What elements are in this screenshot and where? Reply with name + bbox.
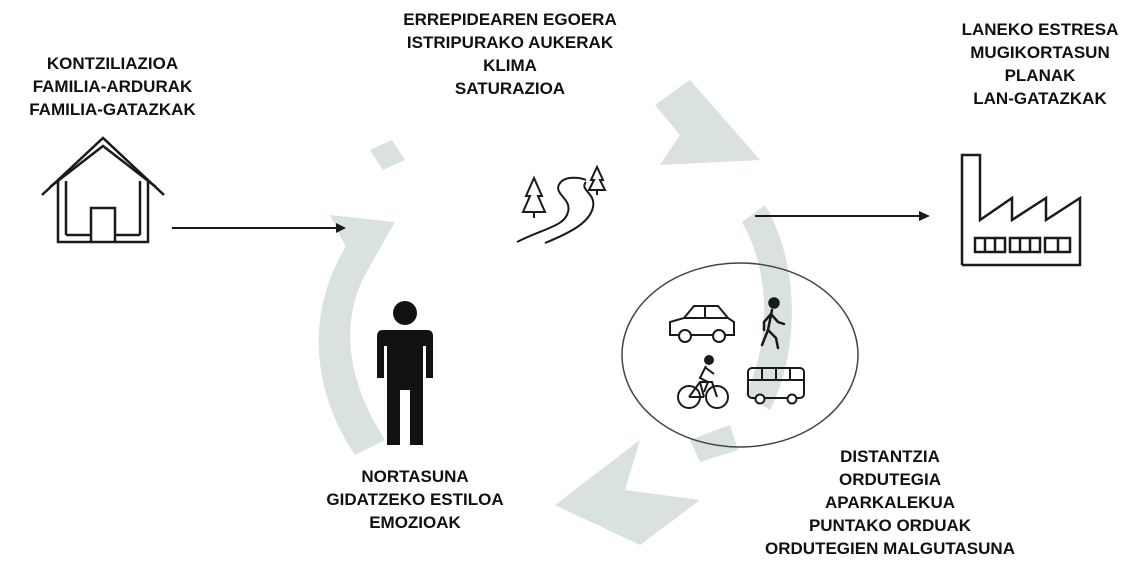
cycle-arrow-left-head [330,215,395,280]
road-factor-line: KLIMA [483,56,537,75]
transport-factor-line: ORDUTEGIEN MALGUTASUNA [765,539,1015,558]
person-factor-line: EMOZIOAK [369,513,461,532]
bus-icon [747,367,805,405]
road-factors-label: ERREPIDEAREN EGOERA ISTRIPURAKO AUKERAK … [360,8,660,100]
transport-factor-line: APARKALEKUA [824,493,955,512]
work-factors-label: LANEKO ESTRESA MUGIKORTASUN PLANAK LAN-G… [940,18,1135,110]
person-icon [377,301,433,445]
cycle-arrow-bottom-tail [690,425,738,462]
arrow-road-to-work [755,211,930,221]
home-factor-line: FAMILIA-ARDURAK [32,77,193,96]
road-factor-line: ERREPIDEAREN EGOERA [403,10,617,29]
transport-factor-line: PUNTAKO ORDUAK [808,516,972,535]
cycle-arrow-left [318,240,385,455]
work-factor-line: LANEKO ESTRESA [961,20,1119,39]
person-factors-label: NORTASUNA GIDATZEKO ESTILOA EMOZIOAK [295,465,535,534]
factory-icon [960,153,1082,267]
road-with-trees-icon [516,164,607,244]
road-factor-line: ISTRIPURAKO AUKERAK [406,33,614,52]
transport-factor-line: DISTANTZIA [840,447,940,466]
road-factor-line: SATURAZIOA [454,79,566,98]
arrow-home-to-road [172,223,346,233]
car-icon [669,305,735,343]
work-factor-line: PLANAK [1004,66,1076,85]
work-factor-line: MUGIKORTASUN [970,43,1110,62]
cycle-arrow-right [742,205,792,410]
cycle-arrow-top-right-head [655,80,760,165]
bicycle-icon [677,355,729,409]
walking-person-icon [760,297,786,350]
transport-factors-label: DISTANTZIA ORDUTEGIA APARKALEKUA PUNTAKO… [740,445,1040,560]
transport-factor-line: ORDUTEGIA [839,470,941,489]
home-factor-line: KONTZILIAZIOA [46,54,179,73]
work-factor-line: LAN-GATAZKAK [973,89,1107,108]
cycle-arrow-bottom-head [555,440,700,545]
home-factors-label: KONTZILIAZIOA FAMILIA-ARDURAK FAMILIA-GA… [0,52,225,121]
house-icon [41,136,165,244]
person-factor-line: NORTASUNA [361,467,469,486]
person-factor-line: GIDATZEKO ESTILOA [326,490,504,509]
transport-ellipse [621,262,859,448]
home-factor-line: FAMILIA-GATAZKAK [29,100,196,119]
cycle-arrow-top-fragment [370,140,405,170]
